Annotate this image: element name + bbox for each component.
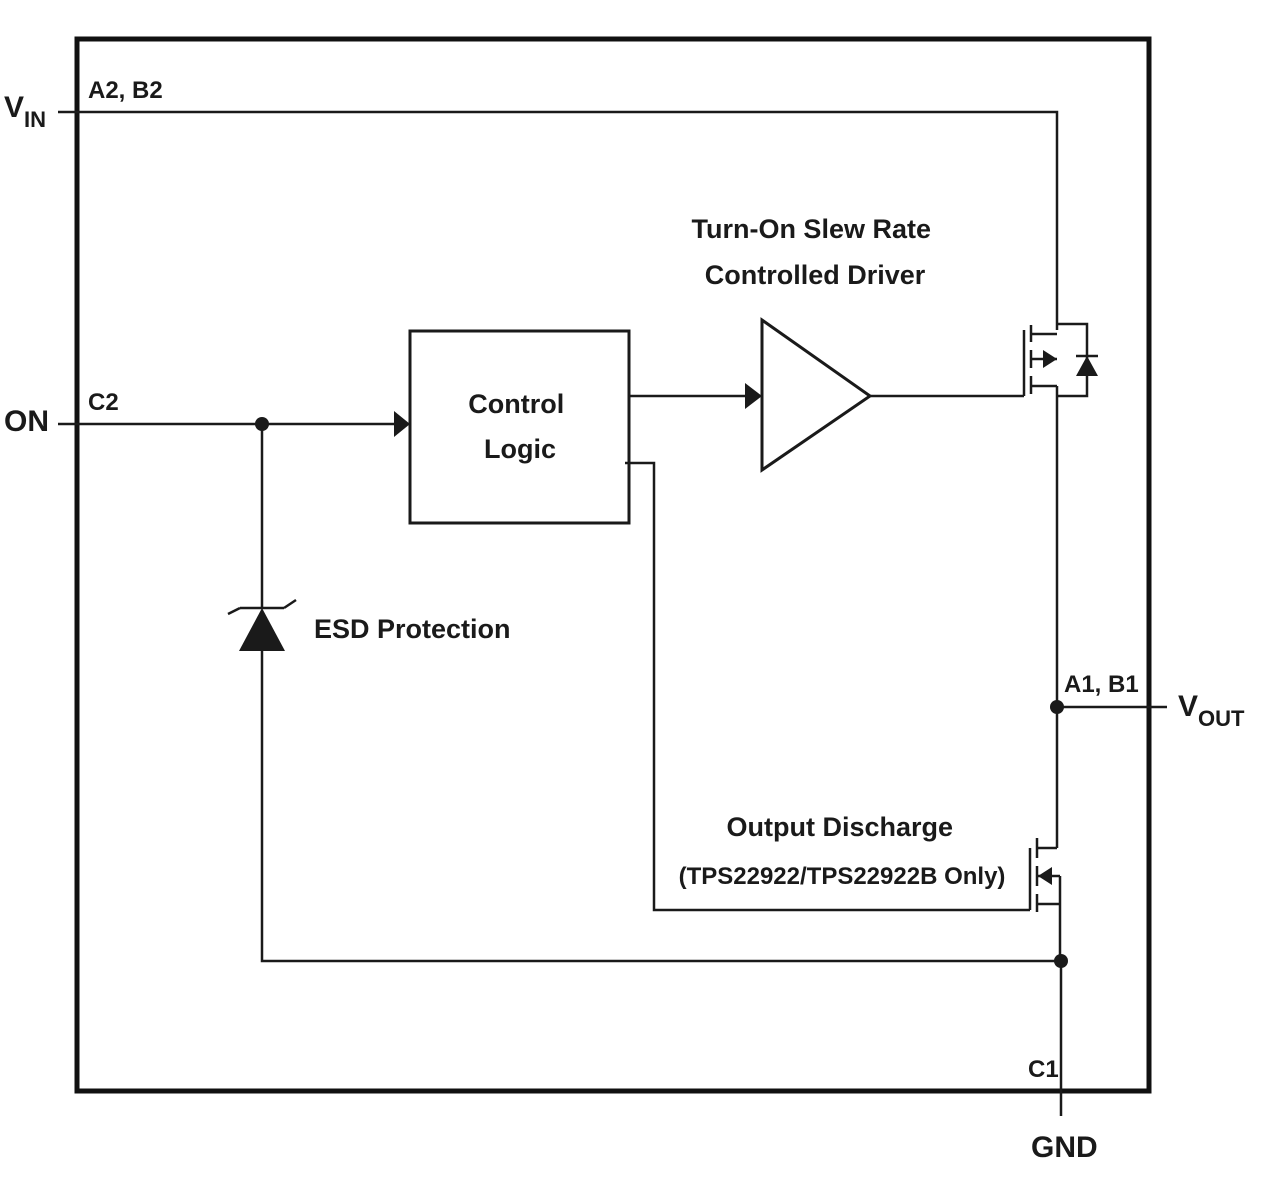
esd-zener-tail-left-icon [227, 606, 241, 616]
gnd-label: GND [1031, 1131, 1098, 1164]
driver-line1: Turn-On Slew Rate [691, 214, 931, 244]
vin-pin-label: A2, B2 [88, 77, 163, 104]
esd-zener-tail-right-icon [283, 598, 297, 610]
driver-buffer-icon [760, 317, 873, 473]
control-logic-line2: Logic [484, 434, 556, 464]
esd-wire-bottom [260, 651, 1062, 963]
gnd-pin-label: C1 [1028, 1056, 1059, 1083]
device-frame [74, 36, 1152, 1094]
discharge-control-wire [625, 461, 1030, 912]
vin-sub: IN [24, 107, 46, 132]
vin-wire [58, 110, 1059, 330]
esd-label: ESD Protection [314, 614, 511, 644]
discharge-line1: Output Discharge [727, 812, 954, 842]
control-logic-line1: Control [468, 389, 564, 419]
discharge-label: Output Discharge (TPS22922/TPS22922B Onl… [679, 812, 1006, 890]
vout-label: VOUT [1178, 690, 1245, 731]
driver-line2: Controlled Driver [705, 260, 926, 290]
esd-diode-icon [239, 608, 285, 651]
pass-mosfet-icon [1022, 322, 1098, 398]
vin-main: V [4, 91, 24, 124]
vout-main: V [1178, 690, 1198, 723]
on-arrow-icon [394, 411, 410, 437]
on-label: ON [4, 405, 49, 438]
on-pin-label: C2 [88, 389, 119, 416]
control-logic-block [408, 329, 631, 525]
discharge-mosfet-icon [1028, 838, 1062, 961]
control-logic-label: Control Logic [468, 389, 572, 464]
vin-label: VIN [4, 91, 46, 132]
driver-arrow-icon [745, 383, 762, 409]
discharge-line2: (TPS22922/TPS22922B Only) [679, 863, 1006, 890]
vout-sub: OUT [1198, 706, 1245, 731]
driver-label: Turn-On Slew Rate Controlled Driver [691, 214, 938, 290]
vout-pin-label: A1, B1 [1064, 671, 1139, 698]
